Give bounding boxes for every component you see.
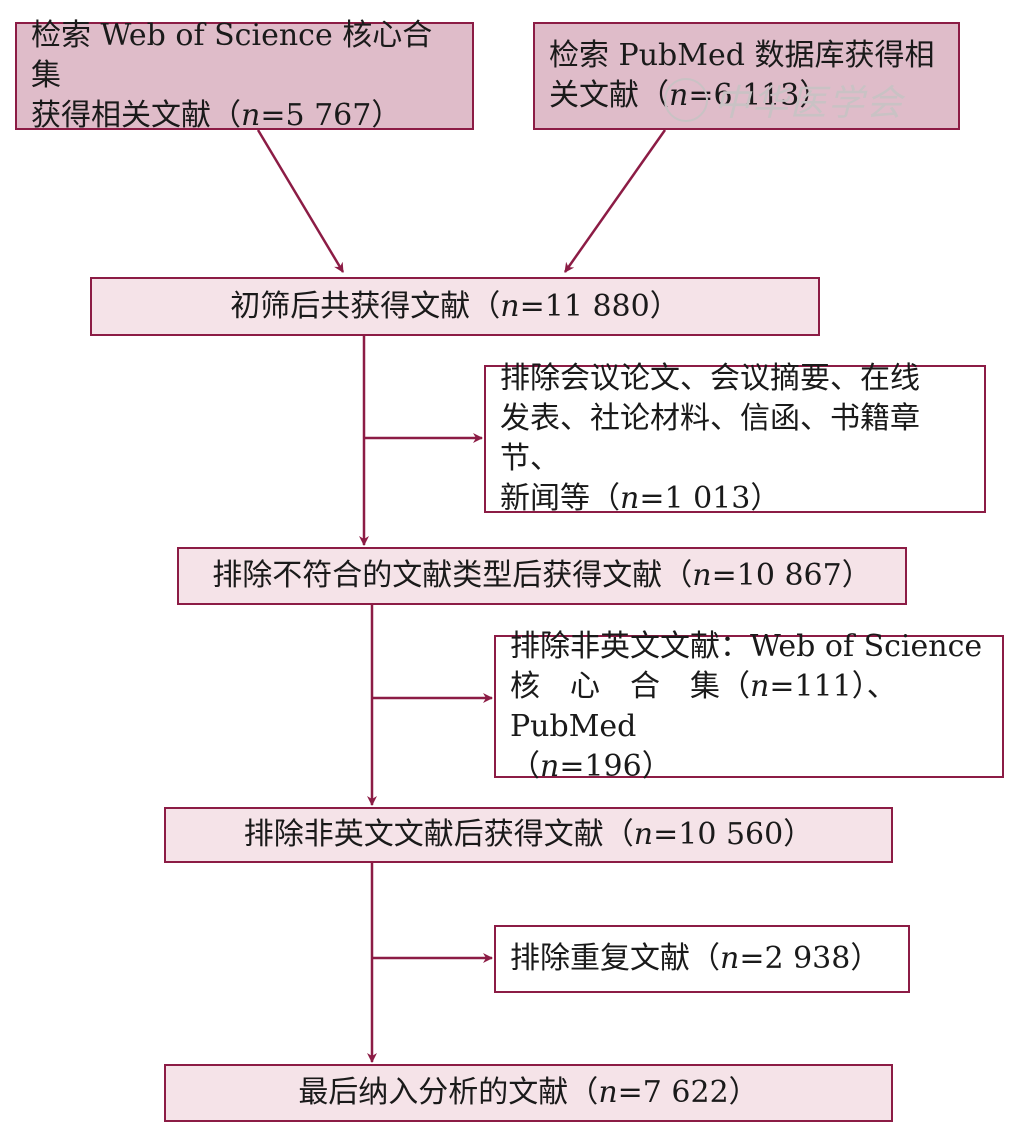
box-after-non-english: 排除非英文文献后获得文献（n=10 560） — [164, 807, 893, 863]
box-exclude-types: 排除会议论文、会议摘要、在线 发表、社论材料、信函、书籍章节、 新闻等（n=1 … — [484, 361, 986, 516]
pubmed-line2-pre: 关文献（ — [549, 78, 669, 113]
excl-lang-close: ） — [641, 748, 672, 784]
initial-text: 初筛后共获得文献（n=11 880） — [230, 287, 679, 327]
after-types-close: ） — [841, 558, 872, 593]
watermark-text: 中华医学会 — [714, 83, 905, 124]
initial-n-value: =11 880 — [519, 288, 650, 324]
excl-types-line2: 发表、社论材料、信函、书籍章节、 — [500, 401, 920, 476]
box-after-types: 排除不符合的文献类型后获得文献（n=10 867） — [177, 547, 907, 605]
arrow-pubmed-to-initial — [563, 129, 667, 273]
initial-n-label: n — [500, 288, 520, 324]
excl-types-n-value: =1 013 — [639, 481, 751, 516]
box-initial-screening: 初筛后共获得文献（n=11 880） — [90, 277, 820, 336]
after-lang-n-label: n — [633, 817, 654, 852]
excl-lang-line2-post: ）、PubMed — [510, 668, 897, 744]
wos-n-label: n — [241, 98, 261, 133]
arrow-wos-to-initial — [256, 129, 345, 273]
excl-lang-line2-pre: 核 心 合 集（ — [510, 668, 750, 704]
excl-lang-n-value-pubmed: =196 — [559, 748, 642, 784]
after-types-pre: 排除不符合的文献类型后获得文献（ — [212, 558, 693, 593]
initial-pre: 初筛后共获得文献（ — [230, 288, 501, 324]
seal-icon — [664, 78, 708, 122]
excl-dup-n-label: n — [720, 941, 740, 976]
wos-line1: 检索 Web of Science 核心合集 — [31, 18, 433, 93]
after-lang-pre: 排除非英文文献后获得文献（ — [243, 817, 634, 852]
final-close: ） — [728, 1075, 759, 1110]
box-pubmed-search: 检索 PubMed 数据库获得相 关文献（n=6 113） — [533, 22, 960, 130]
wos-close: ） — [371, 98, 402, 133]
excl-lang-n-value-wos: =111 — [769, 668, 852, 704]
excl-dup-close: ） — [850, 941, 881, 976]
after-lang-close: ） — [783, 817, 814, 852]
watermark: 中华医学会 — [664, 72, 904, 128]
box-exclude-non-english: 排除非英文文献：Web of Science 核 心 合 集（n=111）、Pu… — [494, 629, 1004, 784]
after-types-text: 排除不符合的文献类型后获得文献（n=10 867） — [212, 556, 871, 596]
excl-types-line1: 排除会议论文、会议摘要、在线 — [500, 361, 920, 396]
wos-n-value: =5 767 — [260, 98, 372, 133]
pubmed-line2: 关文献（n=6 113） — [549, 76, 934, 116]
excl-types-line3: 新闻等（n=1 013） — [500, 479, 974, 519]
excl-lang-line1: 排除非英文文献：Web of Science — [510, 628, 983, 664]
after-types-n-label: n — [692, 558, 712, 593]
excl-lang-n-label-wos: n — [750, 668, 770, 704]
after-lang-text: 排除非英文文献后获得文献（n=10 560） — [244, 815, 813, 855]
wos-line2-pre: 获得相关文献（ — [31, 98, 241, 133]
excl-types-line3-pre: 新闻等（ — [500, 481, 620, 516]
after-lang-n-value: =10 560 — [653, 817, 784, 852]
final-text: 最后纳入分析的文献（n=7 622） — [298, 1073, 758, 1113]
box-final-included: 最后纳入分析的文献（n=7 622） — [164, 1064, 893, 1122]
box-wos-search: 检索 Web of Science 核心合集 获得相关文献（n=5 767） — [15, 18, 474, 133]
box-exclude-duplicates: 排除重复文献（n=2 938） — [494, 925, 910, 993]
final-n-label: n — [598, 1075, 618, 1110]
excl-dup-pre: 排除重复文献（ — [510, 941, 720, 976]
excl-lang-n-label-pubmed: n — [540, 748, 560, 784]
after-types-n-value: =10 867 — [711, 558, 842, 593]
final-pre: 最后纳入分析的文献（ — [298, 1075, 599, 1110]
pubmed-close: ） — [799, 78, 830, 113]
excl-lang-line2: 核 心 合 集（n=111）、PubMed — [510, 667, 992, 747]
excl-lang-line3: （n=196） — [510, 747, 992, 787]
excl-types-close: ） — [750, 481, 781, 516]
excl-dup-n-value: =2 938 — [739, 941, 851, 976]
final-n-value: =7 622 — [617, 1075, 729, 1110]
initial-close: ） — [649, 288, 680, 324]
excl-types-n-label: n — [620, 481, 640, 516]
wos-line2: 获得相关文献（n=5 767） — [31, 96, 462, 136]
pubmed-line1: 检索 PubMed 数据库获得相 — [549, 38, 935, 73]
excl-lang-line3-pre: （ — [510, 748, 540, 784]
excl-dup-text: 排除重复文献（n=2 938） — [510, 939, 880, 979]
